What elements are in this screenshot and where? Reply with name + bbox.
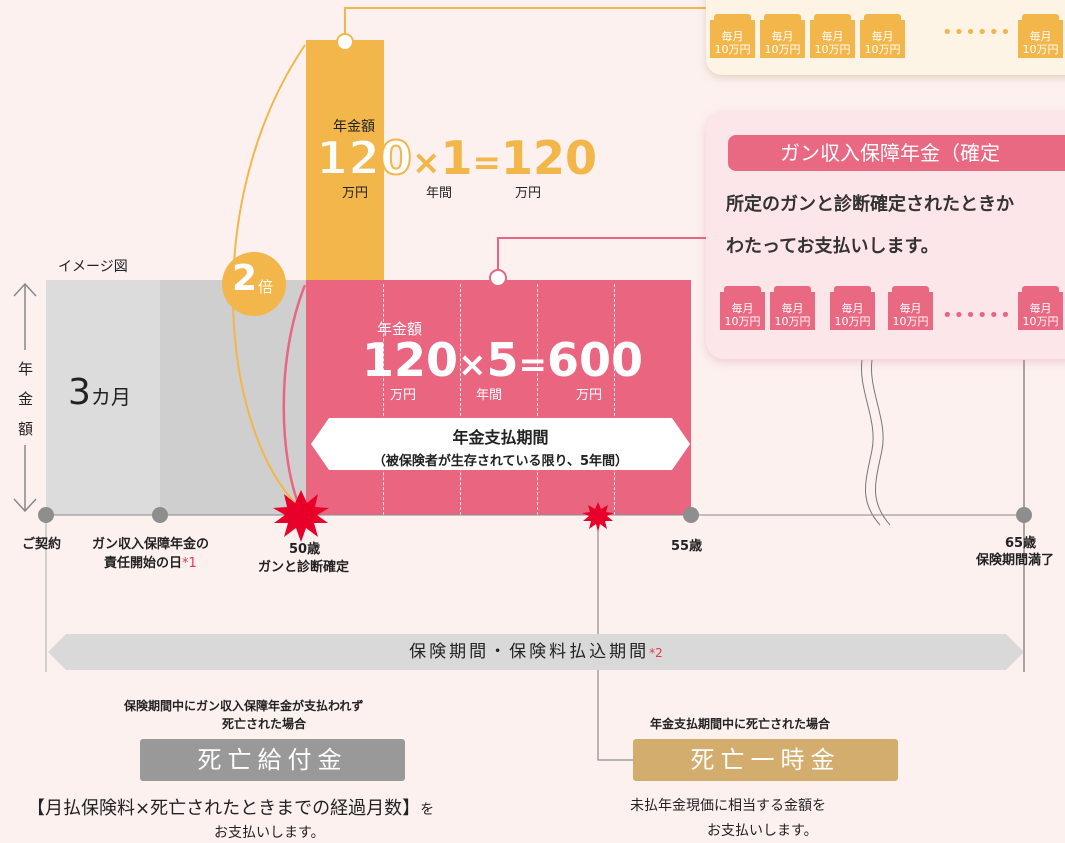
pink-callout-line (497, 237, 710, 278)
age55-label: 55歳 (671, 539, 703, 554)
orange-formula-label: 年金額 (333, 119, 375, 135)
inner-pink-arc (282, 284, 307, 509)
lump-sum-desc-line1: 未払年金現価に相当する金額を (630, 798, 826, 814)
orange-callout-line (344, 7, 710, 42)
age55-dot (683, 507, 699, 523)
axis-label-char: 年 (18, 360, 34, 378)
death-burst-icon (582, 502, 614, 532)
payment-period-title: 年金支払期間 (452, 428, 549, 447)
card-text-line2: わたってお支払いします。 (726, 236, 939, 257)
payment-period-ribbon: 年金支払期間 （被保険者が生存されている限り、5年間） (311, 418, 690, 470)
diagnosis-burst-icon (273, 490, 329, 542)
diagnosis-label: ガンと診断確定 (258, 560, 350, 575)
contract-label: ご契約 (22, 537, 62, 552)
orange-amount-unit: 万円 (342, 186, 369, 201)
death-benefit-desc-line1: 【月払保険料×死亡されたときまでの経過月数】を (27, 798, 435, 819)
wave-right (870, 359, 891, 526)
image-label: イメージ図 (58, 259, 128, 275)
payment-period-subtitle: （被保険者が生存されている限り、5年間） (372, 454, 629, 469)
annuity-axis-arrow (13, 282, 37, 513)
lump-sum-caption: 年金支払期間中に死亡された場合 (650, 717, 831, 731)
double-badge: 2 倍 (222, 252, 286, 316)
ellipsis-dots: •••••• (942, 305, 1012, 326)
death-benefit-label: 死亡給付金 (140, 739, 405, 781)
lump-sum-desc-line2: お支払いします。 (707, 823, 818, 839)
insurance-period-arrow: 保険期間・保険料払込期間*2 (48, 634, 1024, 670)
axis-label-char: 額 (18, 420, 34, 438)
pink-years-unit: 年間 (476, 388, 503, 403)
contract-dot (38, 507, 54, 523)
orange-formula: 120×1=120 (315, 131, 598, 185)
five-year-annuity-bar (306, 280, 691, 515)
pink-total-unit: 万円 (576, 388, 603, 403)
coverage-start-line1: ガン収入保障年金の (92, 537, 210, 552)
orange-callout-node (336, 33, 354, 51)
year-divider (537, 284, 538, 515)
card-text-line1: 所定のガンと診断確定されたときか (726, 194, 1014, 215)
cancer-income-annuity-card: ガン収入保障年金（確定 所定のガンと診断確定されたときか わたってお支払いします… (706, 112, 1065, 359)
lump-leader-line (597, 515, 633, 761)
year-divider (460, 284, 461, 515)
three-months-label: 3カ月 (68, 372, 131, 413)
insurance-period-label: 保険期間・保険料払込期間 (409, 642, 650, 662)
orange-years-unit: 年間 (426, 186, 453, 201)
age65-label: 65歳 (1005, 536, 1037, 551)
orange-total-unit: 万円 (515, 186, 542, 201)
pink-callout-node (489, 269, 507, 287)
first-year-annuity-bar (306, 40, 384, 280)
wave-left (860, 359, 881, 526)
coverage-start-line2: 責任開始の日*1 (104, 556, 197, 571)
diagnosis-age-label: 50歳 (289, 542, 321, 557)
waiting-period-block (46, 280, 160, 515)
axis-label-char: 金 (18, 390, 34, 408)
lump-sum-label: 死亡一時金 (633, 739, 898, 781)
age65-dot (1016, 507, 1032, 523)
pink-amount-unit: 万円 (390, 388, 417, 403)
coverage-start-dot (152, 507, 168, 523)
pink-formula-label: 年金額 (377, 320, 423, 338)
death-benefit-desc-line2: お支払いします。 (214, 825, 325, 841)
death-benefit-caption-line2: 死亡された場合 (222, 717, 307, 731)
death-benefit-caption-line1: 保険期間中にガン収入保障年金が支払われず (124, 699, 364, 713)
insurance-period-note: *2 (649, 646, 663, 660)
year-divider (383, 284, 384, 515)
pink-formula: 120×5=600 (362, 333, 644, 387)
policy-end-label: 保険期間満了 (976, 553, 1055, 568)
ellipsis-dots: •••••• (942, 22, 1012, 43)
year-divider (614, 284, 615, 515)
card-title: ガン収入保障年金（確定 (728, 135, 1065, 171)
